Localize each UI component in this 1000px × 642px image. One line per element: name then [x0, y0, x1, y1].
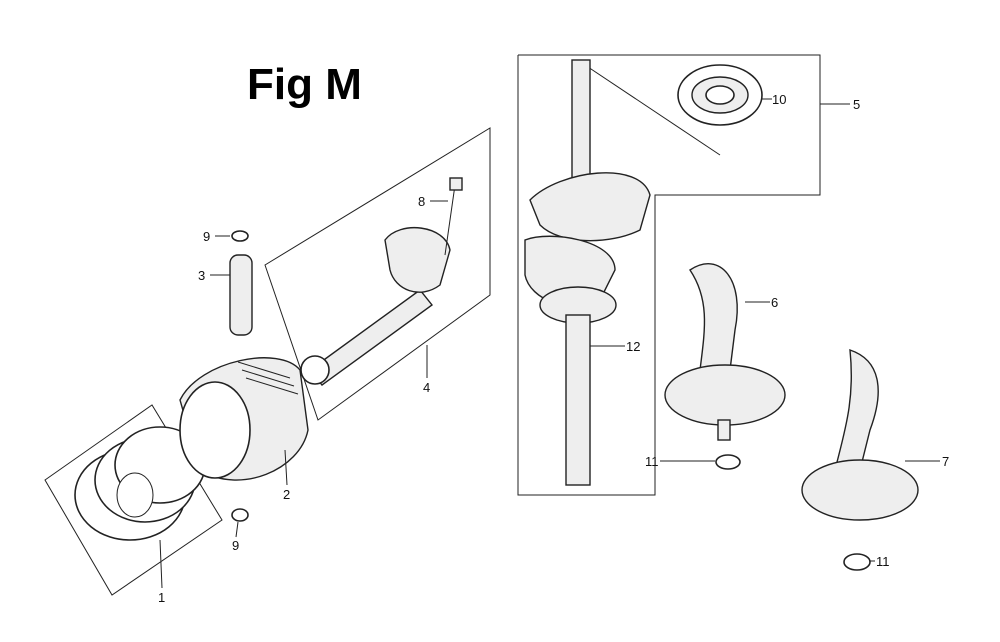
callout-6: 6 [771, 295, 778, 310]
callout-3: 3 [198, 268, 205, 283]
washer-upper [715, 454, 741, 470]
callout-9-bottom: 9 [232, 538, 239, 553]
callout-12: 12 [626, 339, 640, 354]
piston-pin [229, 254, 253, 336]
washer-lower [843, 553, 871, 571]
pin-clip-top [231, 230, 249, 242]
callout-9-top: 9 [203, 229, 210, 244]
crankshaft [524, 59, 651, 486]
balancer-6 [664, 263, 786, 441]
pin-clip-bottom [231, 508, 249, 522]
connecting-rod [300, 177, 463, 386]
crankshaft-frame [517, 54, 821, 496]
callout-8: 8 [418, 194, 425, 209]
callout-10: 10 [772, 92, 786, 107]
callout-2: 2 [283, 487, 290, 502]
piston-rings-frame [44, 404, 223, 596]
callout-11-upper: 11 [645, 454, 659, 469]
figure-title: Fig M [247, 60, 362, 109]
callout-5: 5 [853, 97, 860, 112]
callout-11-lower: 11 [876, 554, 890, 569]
piston [179, 357, 309, 481]
bearing-guide-line [584, 64, 721, 156]
ball-bearing [677, 64, 763, 126]
leader-lines [159, 98, 940, 589]
balancer-7 [801, 348, 919, 521]
callout-7: 7 [942, 454, 949, 469]
callout-4: 4 [423, 380, 430, 395]
callout-1: 1 [158, 590, 165, 605]
